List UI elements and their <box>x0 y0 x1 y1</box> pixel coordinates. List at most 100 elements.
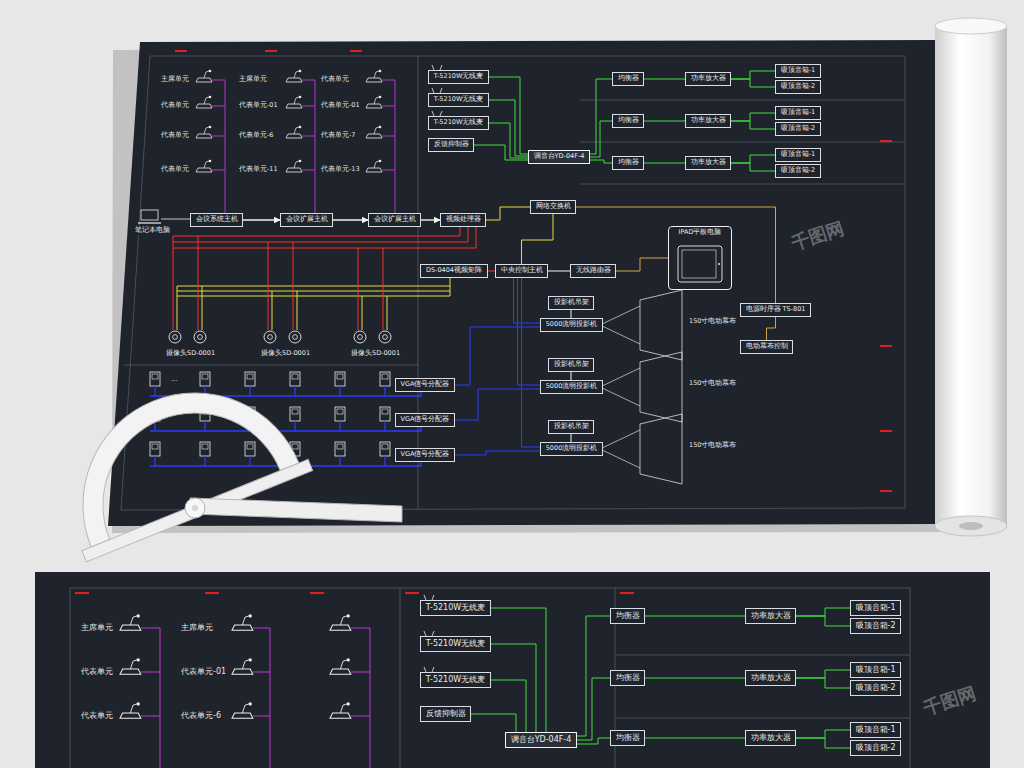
signal-wire <box>455 451 540 455</box>
receiver-box: T-5210W无线麦 <box>428 70 489 84</box>
splitter-box: VGA信号分配器 <box>395 413 455 427</box>
lower-panel <box>35 572 990 768</box>
node-text: 电动幕布控制 <box>745 343 788 351</box>
frame-divider <box>615 655 910 656</box>
red-mark <box>205 592 219 594</box>
laptop-wire <box>161 219 190 220</box>
mic-base <box>120 713 141 718</box>
part-label: 代表单元 <box>320 76 350 84</box>
mixer-box: 调音台YD-04F-4 <box>528 150 590 164</box>
node-text: 吸顶音箱-2 <box>780 83 816 91</box>
mic-neck <box>340 616 347 625</box>
signal-wire <box>491 608 546 732</box>
part-label: 摄像头SD-0001 <box>260 350 311 358</box>
terminal-icon <box>150 372 160 386</box>
speaker-box: 吸顶音箱-1 <box>775 64 821 78</box>
microphone-unit <box>232 702 253 718</box>
camera-lens <box>383 335 388 340</box>
frame-divider <box>615 718 910 719</box>
frame-divider <box>400 588 401 768</box>
signal-wire <box>474 145 528 160</box>
signal-wire <box>796 670 850 678</box>
signal-wire <box>731 163 775 171</box>
signal-wire <box>455 327 540 385</box>
node-text: 吸顶音箱-2 <box>855 743 896 753</box>
terminal-screen <box>337 444 343 449</box>
equalizer-box: 均衡器 <box>612 156 644 170</box>
tablet-box: IPAD平板电脑 <box>668 226 732 290</box>
laptop-base <box>138 222 161 223</box>
signal-wire <box>645 678 745 679</box>
node-text: 吸顶音箱-2 <box>780 125 816 133</box>
protractor <box>40 355 313 561</box>
projection-ray <box>600 449 640 468</box>
red-mark <box>405 592 419 594</box>
part-label: 主席单元 <box>80 623 114 633</box>
part-label: 代表单元-11 <box>238 166 279 174</box>
unit-bus <box>160 628 161 768</box>
signal-wire <box>489 77 528 154</box>
controller-box: 中央控制主机 <box>495 264 548 278</box>
part-label: 代表单元-6 <box>238 132 274 140</box>
node-text: 中央控制主机 <box>500 267 543 275</box>
vga-wire <box>339 421 340 431</box>
receiver-box: T-5210W无线麦 <box>420 600 491 616</box>
mic-head <box>209 160 212 163</box>
mic-neck <box>130 660 137 669</box>
microphone-unit <box>196 126 212 138</box>
host-box: 会议系统主机 <box>190 213 243 227</box>
node-text: 视频处理器 <box>445 216 481 224</box>
mic-neck <box>204 127 209 134</box>
part-label: 主席单元 <box>160 76 190 84</box>
terminal-screen <box>152 374 158 379</box>
unit-wire <box>382 136 395 137</box>
camera-video-wire <box>198 236 199 330</box>
microphone-unit <box>120 658 141 674</box>
receiver-box: T-5210W无线麦 <box>420 672 491 688</box>
terminal-screen <box>202 374 208 379</box>
microphone-unit <box>366 96 382 108</box>
node-text: T-5210W无线麦 <box>433 96 484 104</box>
camera-icon <box>169 331 181 343</box>
node-text: 吸顶音箱-1 <box>780 67 816 75</box>
projector-box: 5000流明投影机 <box>540 380 603 394</box>
node-text: 均衡器 <box>617 117 639 125</box>
mixer-box: 调音台YD-04F-4 <box>505 732 577 748</box>
terminal-screen <box>292 374 298 379</box>
mic-head <box>209 70 212 73</box>
part-label: 代表单元-13 <box>320 166 361 174</box>
red-mark <box>880 345 892 347</box>
signal-wire <box>590 160 612 163</box>
terminal-screen <box>382 444 388 449</box>
camera-icon <box>289 331 301 343</box>
node-text: 反馈抑制器 <box>433 141 469 149</box>
signal-wire <box>796 730 850 738</box>
microphone-unit <box>330 614 351 630</box>
mic-neck <box>294 97 299 104</box>
mic-base <box>366 168 382 172</box>
red-mark <box>880 140 892 142</box>
signal-wire <box>731 155 775 163</box>
unit-wire <box>382 170 395 171</box>
node-text: 会议扩展主机 <box>373 216 416 224</box>
mic-head <box>347 702 350 705</box>
projection-ray <box>600 387 640 406</box>
mic-head <box>249 702 252 705</box>
projector-box: 5000流明投影机 <box>540 442 603 456</box>
vga-wire <box>294 421 295 431</box>
part-label: 代表单元 <box>80 711 114 721</box>
mic-neck <box>374 161 379 168</box>
signal-wire <box>645 616 745 617</box>
tablet-screen <box>682 250 716 278</box>
camera-control-wire <box>202 286 203 330</box>
camera-lens <box>173 335 178 340</box>
roll-top <box>935 18 1007 34</box>
mic-head <box>299 160 302 163</box>
unit-wire <box>302 106 315 107</box>
unit-wire <box>212 170 225 171</box>
microphone-unit <box>330 702 351 718</box>
mic-base <box>120 669 141 674</box>
speaker-box: 吸顶音箱-2 <box>850 618 901 634</box>
node-text: 调音台YD-04F-4 <box>533 153 585 161</box>
